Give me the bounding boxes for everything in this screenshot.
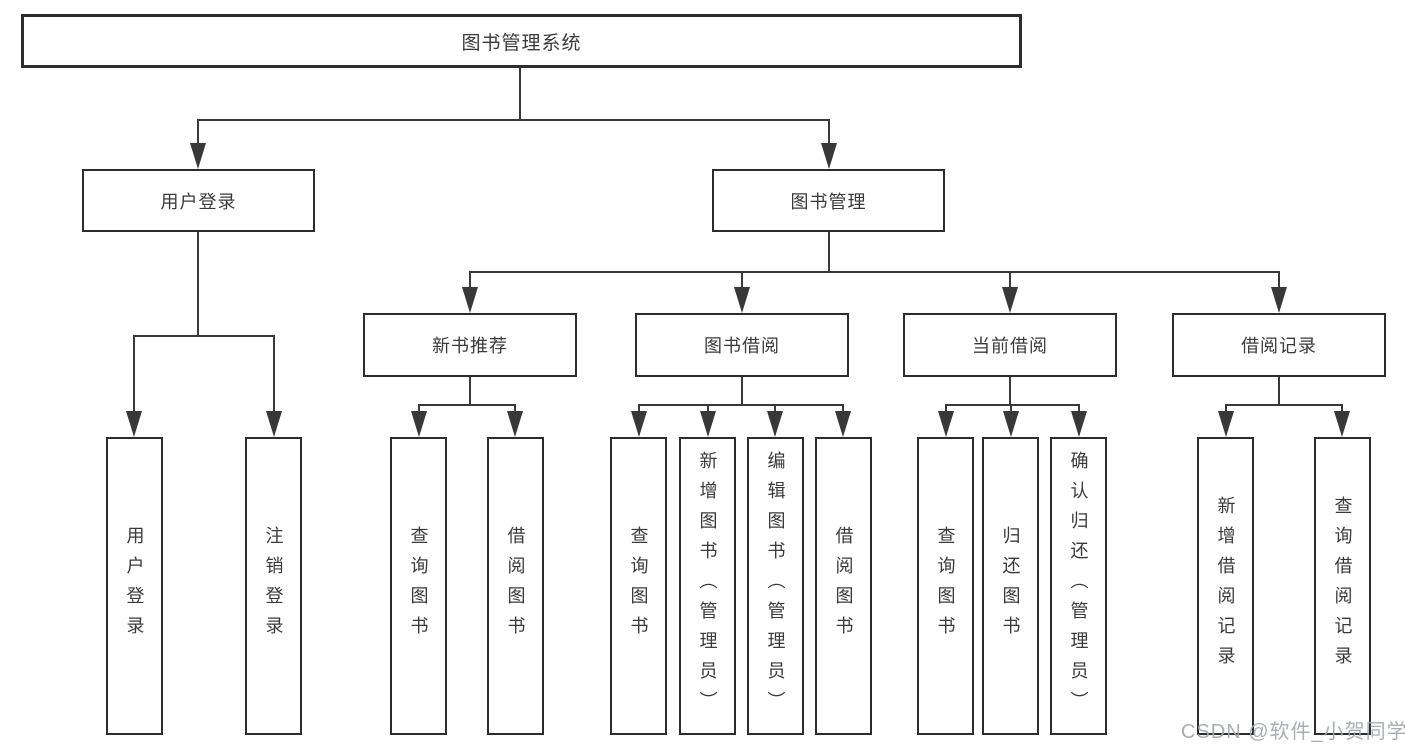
node-label: 新增借阅记录 (1215, 496, 1236, 676)
connector-line (1078, 405, 1080, 413)
connector-line (1341, 405, 1343, 413)
connector-line (774, 405, 776, 413)
node-label: 借阅记录 (1241, 336, 1317, 356)
connector-line (1278, 272, 1280, 288)
leaf-logout: 注销登录 (245, 437, 302, 735)
arrowhead-down-icon (938, 411, 954, 437)
node-book-management: 图书管理 (712, 169, 945, 232)
node-label: 图书管理 (790, 191, 867, 212)
connector-line (418, 405, 420, 413)
connector-line (418, 404, 516, 406)
leaf-borrow-books-borrowing: 借阅图书 (815, 437, 872, 735)
node-label: 编辑图书（管理员） (765, 451, 786, 721)
leaf-user-login: 用户登录 (106, 437, 163, 735)
connector-line (1225, 404, 1343, 406)
node-label: 图书管理系统 (461, 32, 582, 54)
node-current-borrowing: 当前借阅 (903, 313, 1117, 377)
connector-line (828, 120, 830, 144)
node-label: 借阅图书 (505, 526, 526, 646)
arrowhead-down-icon (1071, 411, 1087, 437)
node-borrowing-records: 借阅记录 (1172, 313, 1386, 377)
arrowhead-down-icon (507, 411, 523, 437)
node-label: 查询借阅记录 (1332, 496, 1353, 676)
connector-line (741, 377, 743, 405)
connector-line (1010, 405, 1012, 413)
connector-line (945, 405, 947, 413)
connector-line (197, 120, 199, 144)
leaf-query-books-current: 查询图书 (917, 437, 974, 735)
connector-line (707, 405, 709, 413)
node-label: 当前借阅 (972, 336, 1048, 356)
arrowhead-down-icon (835, 411, 851, 437)
node-new-book-recommendation: 新书推荐 (363, 313, 577, 377)
leaf-confirm-return-admin: 确认归还（管理员） (1050, 437, 1107, 735)
node-label: 查询图书 (628, 526, 649, 646)
connector-line (1278, 377, 1280, 405)
leaf-borrow-books-recommend: 借阅图书 (487, 437, 544, 735)
leaf-edit-books-admin: 编辑图书（管理员） (747, 437, 804, 735)
connector-line (741, 272, 743, 288)
node-label: 确认归还（管理员） (1068, 451, 1089, 721)
leaf-query-books-recommend: 查询图书 (390, 437, 447, 735)
arrowhead-down-icon (462, 287, 478, 313)
connector-line (469, 377, 471, 405)
node-label: 借阅图书 (833, 526, 854, 646)
node-label: 图书借阅 (704, 336, 780, 356)
arrowhead-down-icon (700, 411, 716, 437)
node-label: 用户登录 (124, 526, 145, 646)
connector-line (133, 336, 135, 412)
connector-line (945, 404, 1080, 406)
connector-line (197, 119, 830, 121)
connector-line (1225, 405, 1227, 413)
leaf-query-borrow-record: 查询借阅记录 (1314, 437, 1371, 735)
node-label: 新增图书（管理员） (697, 451, 718, 721)
leaf-add-borrow-record: 新增借阅记录 (1197, 437, 1254, 735)
connector-line (519, 68, 521, 120)
arrowhead-down-icon (1218, 411, 1234, 437)
node-user-login: 用户登录 (82, 169, 315, 232)
leaf-return-books: 归还图书 (982, 437, 1039, 735)
connector-line (842, 405, 844, 413)
connector-line (638, 405, 640, 413)
connector-line (469, 272, 471, 288)
connector-line (828, 232, 830, 272)
arrowhead-down-icon (1002, 287, 1018, 313)
node-label: 新书推荐 (432, 336, 508, 356)
arrowhead-down-icon (821, 143, 837, 169)
arrowhead-down-icon (1271, 287, 1287, 313)
node-label: 查询图书 (408, 526, 429, 646)
arrowhead-down-icon (190, 143, 206, 169)
arrowhead-down-icon (631, 411, 647, 437)
connector-line (1009, 272, 1011, 288)
arrowhead-down-icon (411, 411, 427, 437)
leaf-add-books-admin: 新增图书（管理员） (679, 437, 736, 735)
connector-line (133, 335, 275, 337)
connector-line (197, 232, 199, 336)
node-label: 归还图书 (1000, 526, 1021, 646)
node-label: 注销登录 (263, 526, 284, 646)
node-book-borrowing: 图书借阅 (635, 313, 849, 377)
connector-line (1009, 377, 1011, 405)
leaf-query-books-borrowing: 查询图书 (610, 437, 667, 735)
node-label: 用户登录 (160, 191, 237, 212)
arrowhead-down-icon (1334, 411, 1350, 437)
node-label: 查询图书 (935, 526, 956, 646)
csdn-watermark: CSDN @软件_小贺同学 (1181, 721, 1405, 743)
arrowhead-down-icon (734, 287, 750, 313)
arrowhead-down-icon (767, 411, 783, 437)
arrowhead-down-icon (1003, 411, 1019, 437)
connector-line (273, 336, 275, 412)
node-root-library-management-system: 图书管理系统 (21, 14, 1022, 68)
connector-line (638, 404, 844, 406)
arrowhead-down-icon (266, 411, 282, 437)
connector-line (514, 405, 516, 413)
arrowhead-down-icon (126, 411, 142, 437)
connector-line (469, 271, 1280, 273)
